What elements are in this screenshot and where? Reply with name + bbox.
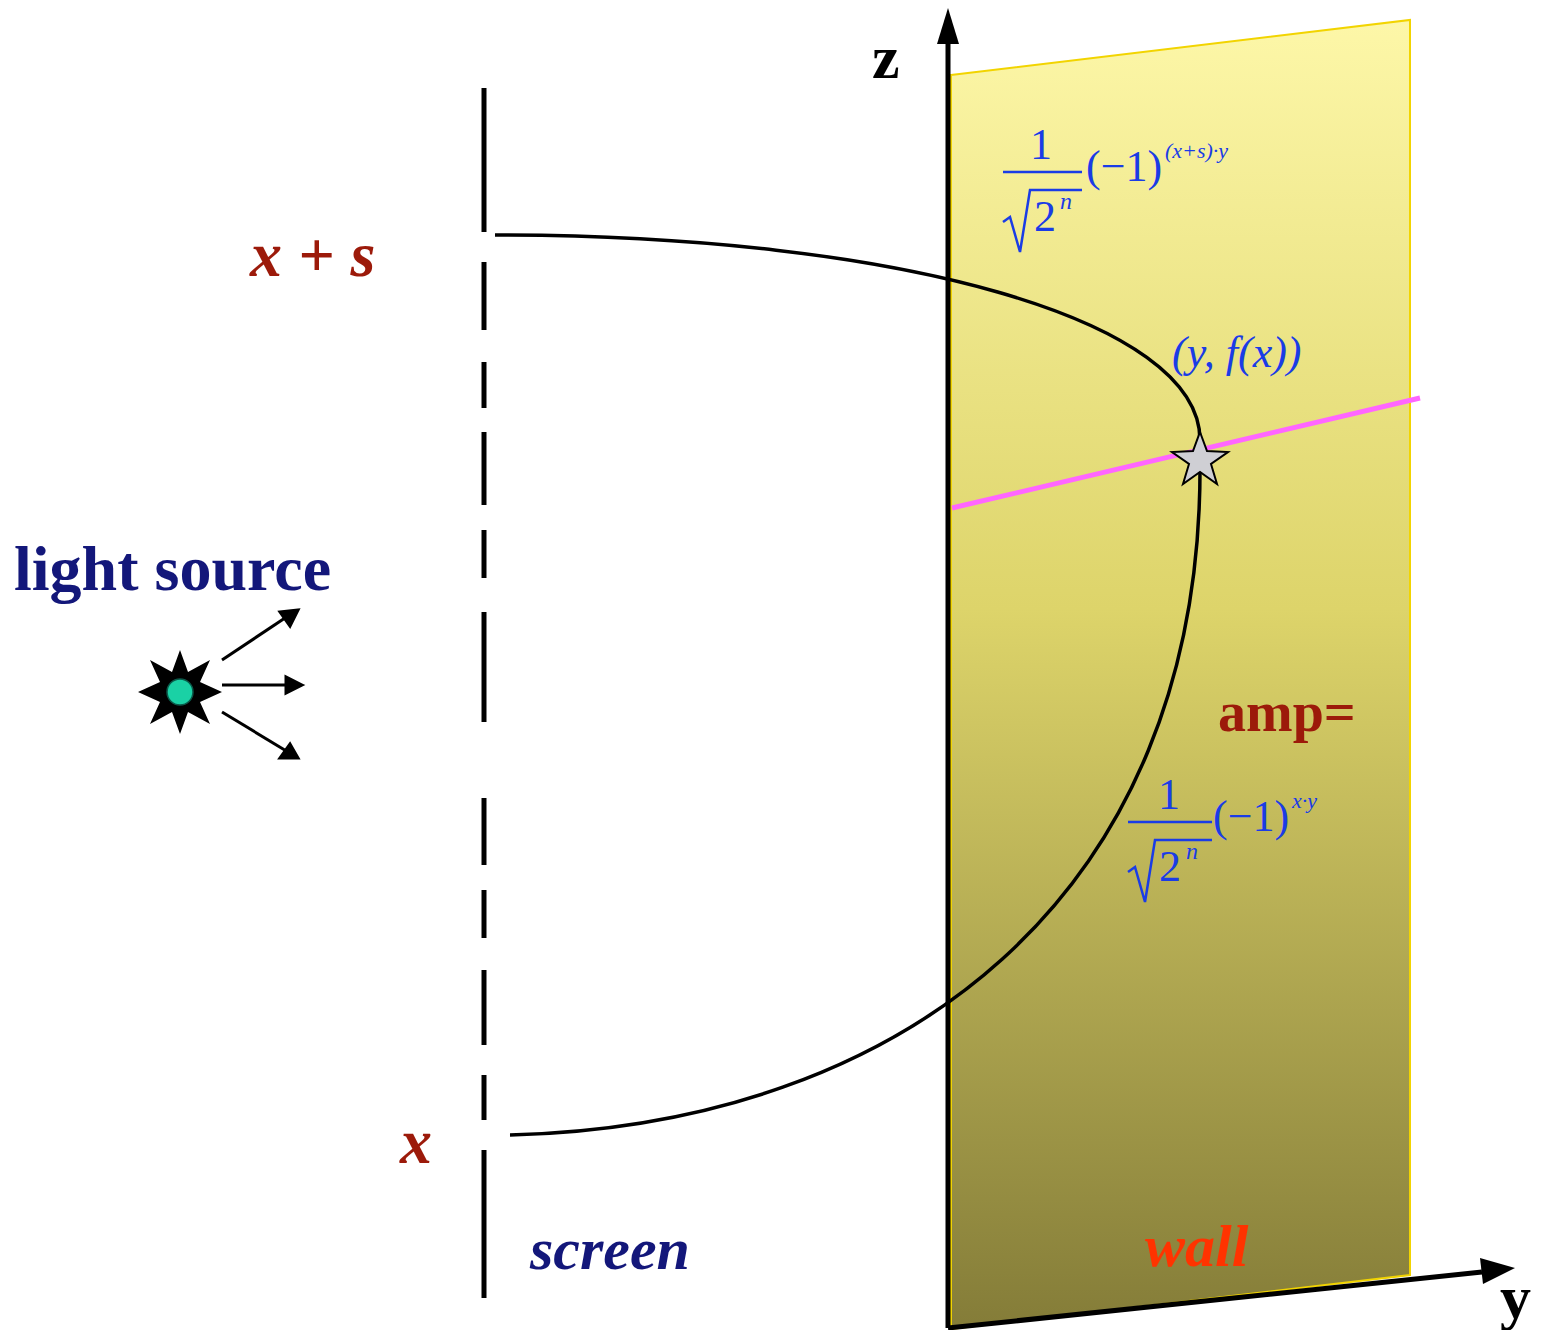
phase-base: (−1) <box>1213 792 1289 843</box>
fraction-numerator: 1 <box>1030 120 1052 171</box>
phase-exponent: x·y <box>1292 788 1317 813</box>
point-label: (y, f(x)) <box>1172 328 1301 379</box>
slit-label: x + s <box>250 218 375 292</box>
axis-label: y <box>1500 1262 1531 1330</box>
phase-exponent: (x+s)·y <box>1165 138 1228 163</box>
radical-base: 2 <box>1159 842 1181 893</box>
screen-label: screen <box>530 1215 690 1284</box>
axis-label: z <box>872 22 900 93</box>
slit-label: x <box>400 1105 432 1179</box>
exponent: n <box>1186 838 1198 866</box>
wall-label: wall <box>1145 1212 1248 1281</box>
exponent: n <box>1060 188 1072 216</box>
phase-base: (−1) <box>1086 142 1162 193</box>
wall-shape <box>950 18 1412 1330</box>
radical-base: 2 <box>1034 192 1056 243</box>
amplitude-label: amp= <box>1218 680 1356 744</box>
source-label: light source <box>14 532 331 606</box>
wall-panel: 12n(−1)(x+s)·y(y, f(x))amp=12n(−1)x·ywal… <box>950 18 1412 1330</box>
fraction-numerator: 1 <box>1158 770 1180 821</box>
